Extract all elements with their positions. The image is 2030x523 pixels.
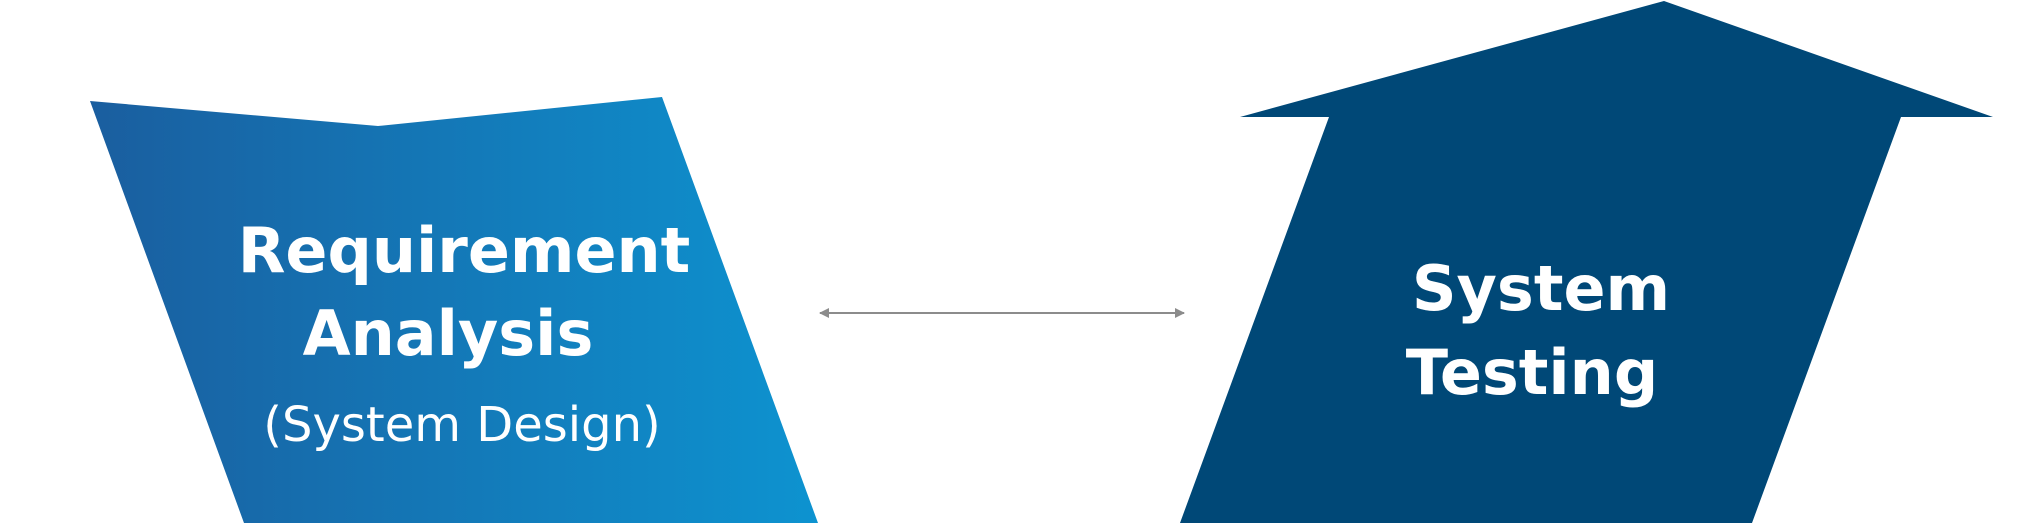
system-testing-title-line1: System — [1412, 252, 1670, 325]
requirement-analysis-shape — [90, 97, 818, 523]
requirement-analysis-title-line1: Requirement — [238, 214, 691, 287]
requirement-analysis-title-line2: Analysis — [303, 297, 594, 370]
system-testing-title-line2: Testing — [1406, 336, 1658, 409]
system-testing-shape — [1180, 1, 1993, 523]
requirement-analysis-block: Requirement Analysis (System Design) — [90, 97, 818, 523]
requirement-analysis-subtitle: (System Design) — [263, 397, 660, 453]
system-testing-block: System Testing — [1180, 1, 1993, 523]
